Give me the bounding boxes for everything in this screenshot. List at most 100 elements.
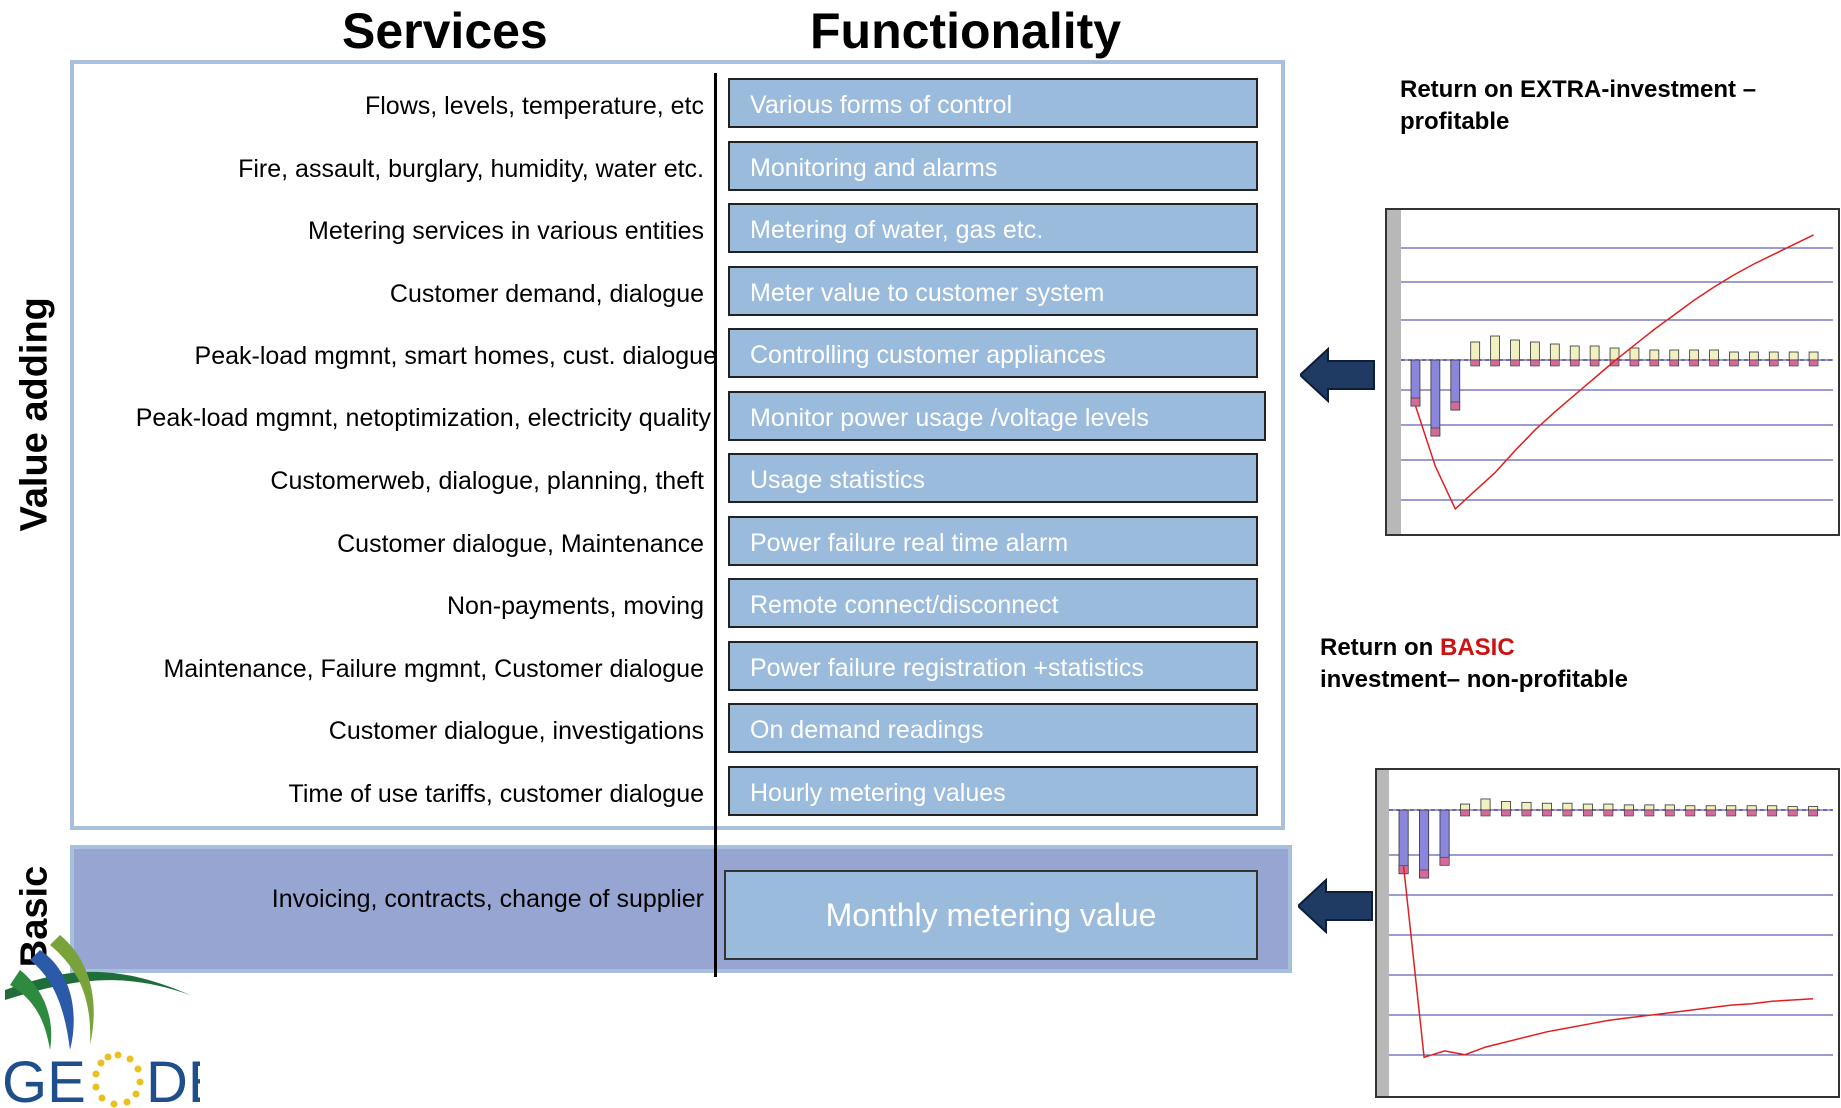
chart-bar-cap [1490,359,1500,367]
chart-bar [1689,349,1700,361]
function-box: Hourly metering values [728,766,1258,816]
services-header: Services [342,3,548,59]
chart-bar [1562,802,1573,811]
service-text: Fire, assault, burglary, humidity, water… [238,155,704,183]
chart-bar-cap [1767,809,1778,817]
chart-bar-cap [1530,359,1540,367]
chart-bar [1549,343,1560,361]
chart-bar-cap [1450,401,1461,411]
function-box: On demand readings [728,703,1258,753]
basic-investment-note: Return on BASIC investment– non-profitab… [1320,632,1628,696]
chart-bar-cap [1746,809,1757,817]
chart-bar [1460,803,1471,811]
chart-bar [1530,341,1540,361]
chart-axis-panel [1377,770,1389,1096]
chart-series-line [1414,234,1814,511]
function-box: Monitoring and alarms [728,141,1258,191]
geode-logo: GE DE [2,935,200,1108]
chart-bar-cap [1644,809,1655,817]
chart-bar [1490,335,1500,361]
function-box: Monitor power usage /voltage levels [728,391,1266,441]
chart-bar-cap [1669,359,1680,367]
chart-bar-cap [1709,359,1719,367]
function-box: Usage statistics [728,453,1258,503]
chart-bar-cap [1726,809,1737,817]
chart-bar [1500,801,1511,811]
chart-bar-cap [1569,359,1580,367]
column-divider [714,73,717,977]
basic-note-highlight: BASIC [1440,634,1515,661]
chart-bar-cap [1410,397,1421,407]
value-adding-label: Value adding [13,297,56,532]
chart-bar [1788,351,1799,361]
service-text: Flows, levels, temperature, etc [364,92,704,120]
function-box: Power failure registration +statistics [728,641,1258,691]
basic-investment-chart [1375,768,1840,1098]
extra-note-line2: profitable [1400,108,1510,135]
basic-note-prefix: Return on [1320,634,1440,661]
function-box: Metering of water, gas etc. [728,203,1258,253]
chart-bar [1787,806,1798,811]
chart-bar [1808,351,1819,361]
chart-bar [1726,805,1737,811]
chart-bar-cap [1550,359,1560,367]
chart-bar [1569,345,1580,361]
chart-bar [1480,798,1491,811]
chart-bar-cap [1510,359,1520,367]
chart-bar [1768,351,1779,361]
function-box: Controlling customer appliances [728,328,1258,378]
chart-bar-cap [1808,359,1819,367]
service-text: Non-payments, moving [446,592,704,620]
chart-bar-cap [1629,359,1640,367]
service-text: Time of use tariffs, customer dialogue [288,780,704,808]
chart-bar-cap [1430,427,1441,437]
chart-axis-panel [1387,210,1401,534]
chart-bar [1603,803,1614,811]
chart-bar-cap [1562,809,1573,817]
chart-bar-cap [1470,359,1480,367]
chart-bar-cap [1705,809,1716,817]
extra-note-line1: Return on EXTRA-investment – [1400,76,1757,103]
chart-bar [1808,806,1819,811]
left-arrow-icon [1298,878,1373,934]
chart-bar [1644,804,1655,811]
chart-bar-cap [1609,359,1620,367]
chart-bar [1709,349,1719,361]
chart-bar [1623,804,1634,811]
chart-bar-cap [1480,809,1491,817]
chart-bar [1470,341,1481,361]
chart-bar [1664,804,1675,811]
left-arrow-icon [1300,347,1375,403]
function-box: Various forms of control [728,78,1258,128]
chart-bar [1685,805,1696,811]
chart-bar-cap [1685,809,1696,817]
extra-investment-note: Return on EXTRA-investment – profitable [1400,74,1756,138]
chart-bar [1748,351,1759,361]
chart-bar [1729,351,1739,361]
chart-bar-cap [1460,809,1470,817]
chart-bar-cap [1542,809,1552,817]
chart-bar [1419,809,1430,879]
chart-bar [1521,801,1532,811]
chart-bar [1582,803,1593,811]
chart-bar [1705,805,1716,811]
chart-bar [1589,345,1600,361]
chart-bar-cap [1521,809,1532,817]
function-box: Power failure real time alarm [728,516,1258,566]
service-text: Customer dialogue, Maintenance [337,530,704,558]
service-text: Customer dialogue, investigations [328,717,704,745]
chart-bar [1430,359,1441,437]
chart-bar-cap [1623,809,1634,817]
chart-bar-cap [1439,856,1450,866]
service-text: Customer demand, dialogue [389,280,704,308]
chart-bar-cap [1787,809,1798,817]
chart-bar-cap [1501,809,1511,817]
chart-bar [1510,339,1520,361]
service-text: Peak-load mgmnt, netoptimization, electr… [135,404,711,432]
chart-bar [1767,805,1778,811]
svg-text:DE: DE [146,1050,200,1108]
chart-bar-cap [1808,809,1819,817]
basic-note-line2: investment– non-profitable [1320,666,1629,693]
chart-bar-cap [1649,359,1660,367]
chart-bar-cap [1589,359,1600,367]
